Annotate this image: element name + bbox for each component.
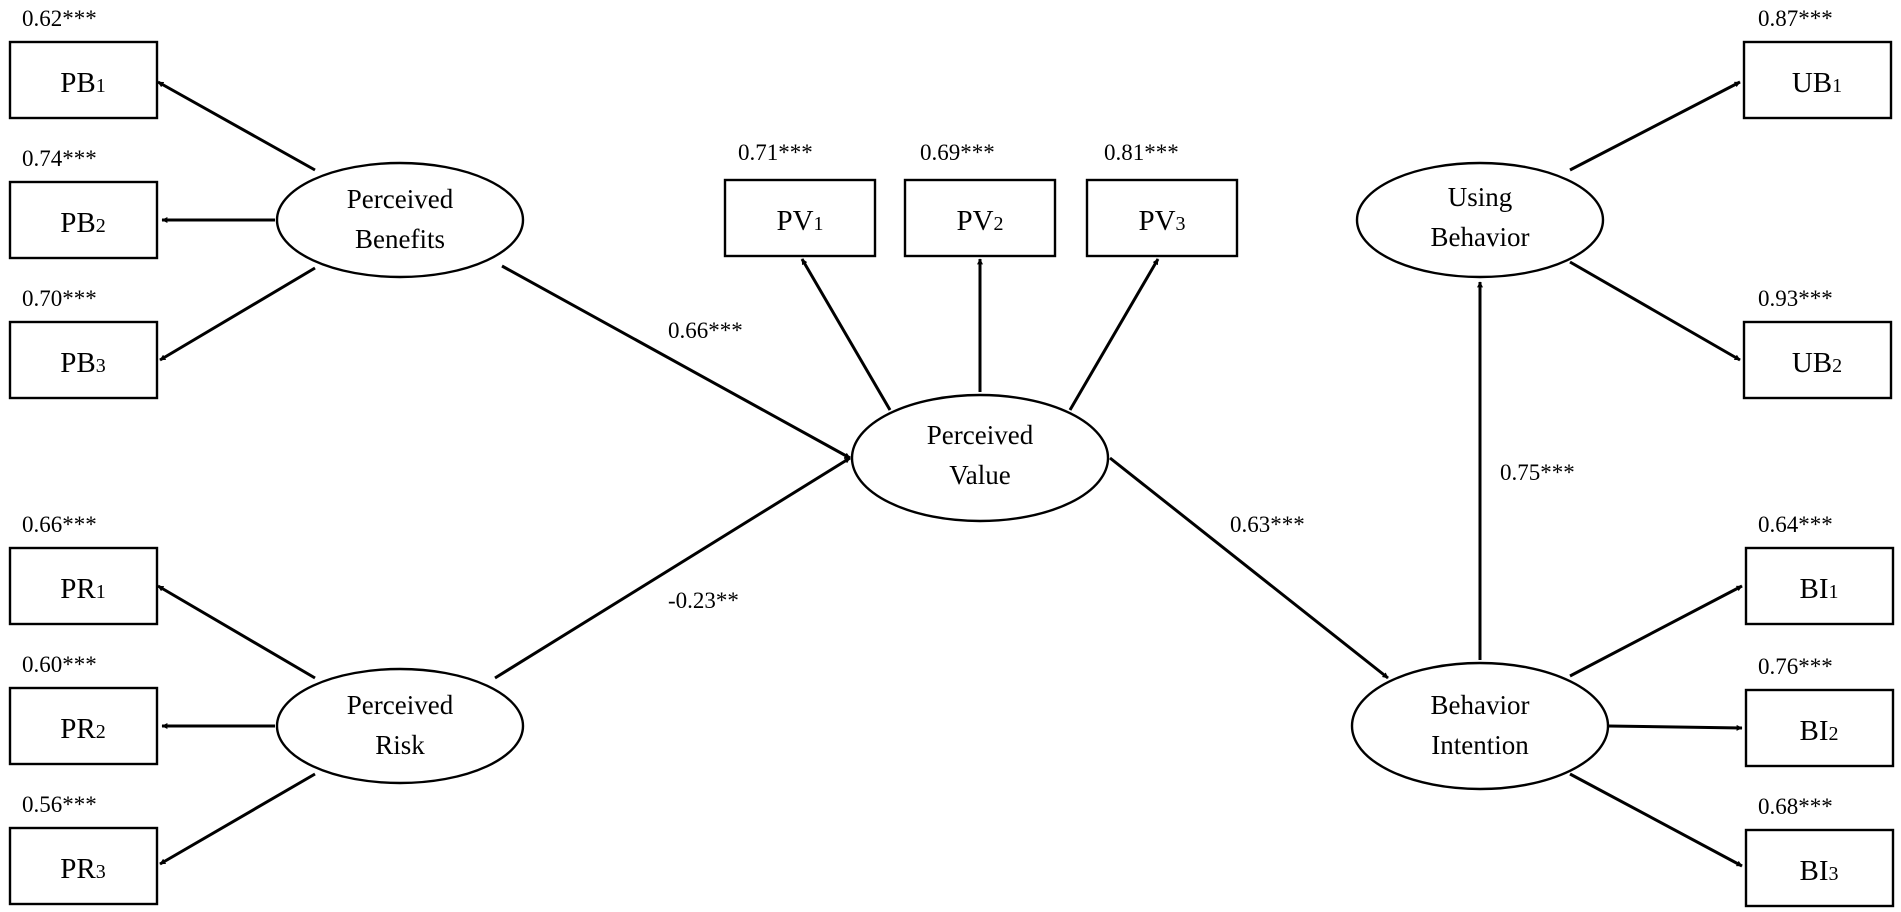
indicator-pb3: PB3 [8,320,159,400]
svg-text:PV2: PV2 [956,205,1003,237]
construct-behavior-intention: Behavior Intention [1350,661,1610,791]
loadings: 0.62*** 0.74*** 0.70*** 0.66*** 0.60*** … [22,6,1833,819]
svg-text:PV3: PV3 [1138,205,1185,237]
svg-text:PR3: PR3 [60,853,105,885]
path-coefficients: 0.66*** -0.23** 0.63*** 0.75*** [668,318,1575,613]
svg-text:PR1: PR1 [60,573,105,605]
svg-text:PB1: PB1 [60,67,105,99]
constructs: Perceived Benefits Perceived Risk Percei… [275,161,1610,791]
loading-pv1: 0.71*** [738,140,813,165]
svg-text:Benefits: Benefits [355,224,445,254]
indicator-ub2: UB2 [1742,320,1893,400]
indicator-bi1: BI1 [1744,546,1895,626]
loading-pb2: 0.74*** [22,146,97,171]
loading-ub1: 0.87*** [1758,6,1833,31]
indicator-ub1: UB1 [1742,40,1893,120]
svg-text:BI2: BI2 [1800,715,1839,747]
loading-ub2: 0.93*** [1758,286,1833,311]
svg-text:Behavior: Behavior [1431,690,1530,720]
loading-pr2: 0.60*** [22,652,97,677]
edge-bi-bi1 [1569,584,1743,678]
svg-text:Value: Value [949,460,1010,490]
svg-text:Perceived: Perceived [347,690,454,720]
svg-text:Perceived: Perceived [927,420,1034,450]
indicator-boxes: PB1 PB2 PB3 PR1 PR2 PR3 PV1 P [8,40,1895,908]
loading-pb3: 0.70*** [22,286,97,311]
edges [157,80,1743,868]
indicator-pb2: PB2 [8,180,159,260]
loading-pb1: 0.62*** [22,6,97,31]
svg-text:Intention: Intention [1431,730,1529,760]
indicator-bi2: BI2 [1744,688,1895,768]
construct-perceived-risk: Perceived Risk [275,667,525,785]
coefficient-pv-bi: 0.63*** [1230,512,1305,537]
loading-pr3: 0.56*** [22,792,97,817]
indicator-pr2: PR2 [8,686,159,766]
svg-text:PV1: PV1 [776,205,823,237]
coefficient-pb-pv: 0.66*** [668,318,743,343]
svg-text:BI3: BI3 [1800,855,1839,887]
coefficient-pr-pv: -0.23** [668,588,739,613]
svg-text:UB1: UB1 [1792,67,1842,99]
edge-pr-pr3 [159,772,316,866]
loading-pr1: 0.66*** [22,512,97,537]
indicator-pv1: PV1 [723,178,877,258]
svg-text:PB3: PB3 [60,347,105,379]
loading-bi2: 0.76*** [1758,654,1833,679]
construct-perceived-benefits: Perceived Benefits [275,161,525,279]
svg-text:PR2: PR2 [60,713,105,745]
construct-perceived-value: Perceived Value [850,393,1110,523]
svg-text:PB2: PB2 [60,207,105,239]
loading-bi1: 0.64*** [1758,512,1833,537]
indicator-pv3: PV3 [1085,178,1239,258]
svg-text:BI1: BI1 [1800,573,1839,605]
construct-using-behavior: Using Behavior [1355,161,1605,279]
indicator-bi3: BI3 [1744,828,1895,908]
loading-bi3: 0.68*** [1758,794,1833,819]
edge-bi-bi2 [1607,724,1743,731]
edge-pr-pr1 [157,584,316,680]
edge-pv-pv3 [1068,258,1160,411]
indicator-pr3: PR3 [8,826,159,906]
edge-pr-pv [494,456,851,680]
edge-pb-pb3 [159,266,316,362]
indicator-pr1: PR1 [8,546,159,626]
edge-pv-pv1 [800,258,892,411]
svg-text:Risk: Risk [375,730,425,760]
indicator-pv2: PV2 [903,178,1057,258]
svg-text:UB2: UB2 [1792,347,1842,379]
edge-ub-ub1 [1569,80,1741,172]
loading-pv3: 0.81*** [1104,140,1179,165]
svg-text:Behavior: Behavior [1431,222,1530,252]
indicator-pb1: PB1 [8,40,159,120]
svg-text:Using: Using [1448,182,1513,212]
coefficient-bi-ub: 0.75*** [1500,460,1575,485]
edge-bi-bi3 [1569,772,1743,868]
svg-text:Perceived: Perceived [347,184,454,214]
edge-pb-pb1 [157,80,316,172]
edge-pv-bi [1109,456,1389,680]
edge-ub-ub2 [1569,260,1741,362]
loading-pv2: 0.69*** [920,140,995,165]
edge-pb-pv [501,264,851,460]
